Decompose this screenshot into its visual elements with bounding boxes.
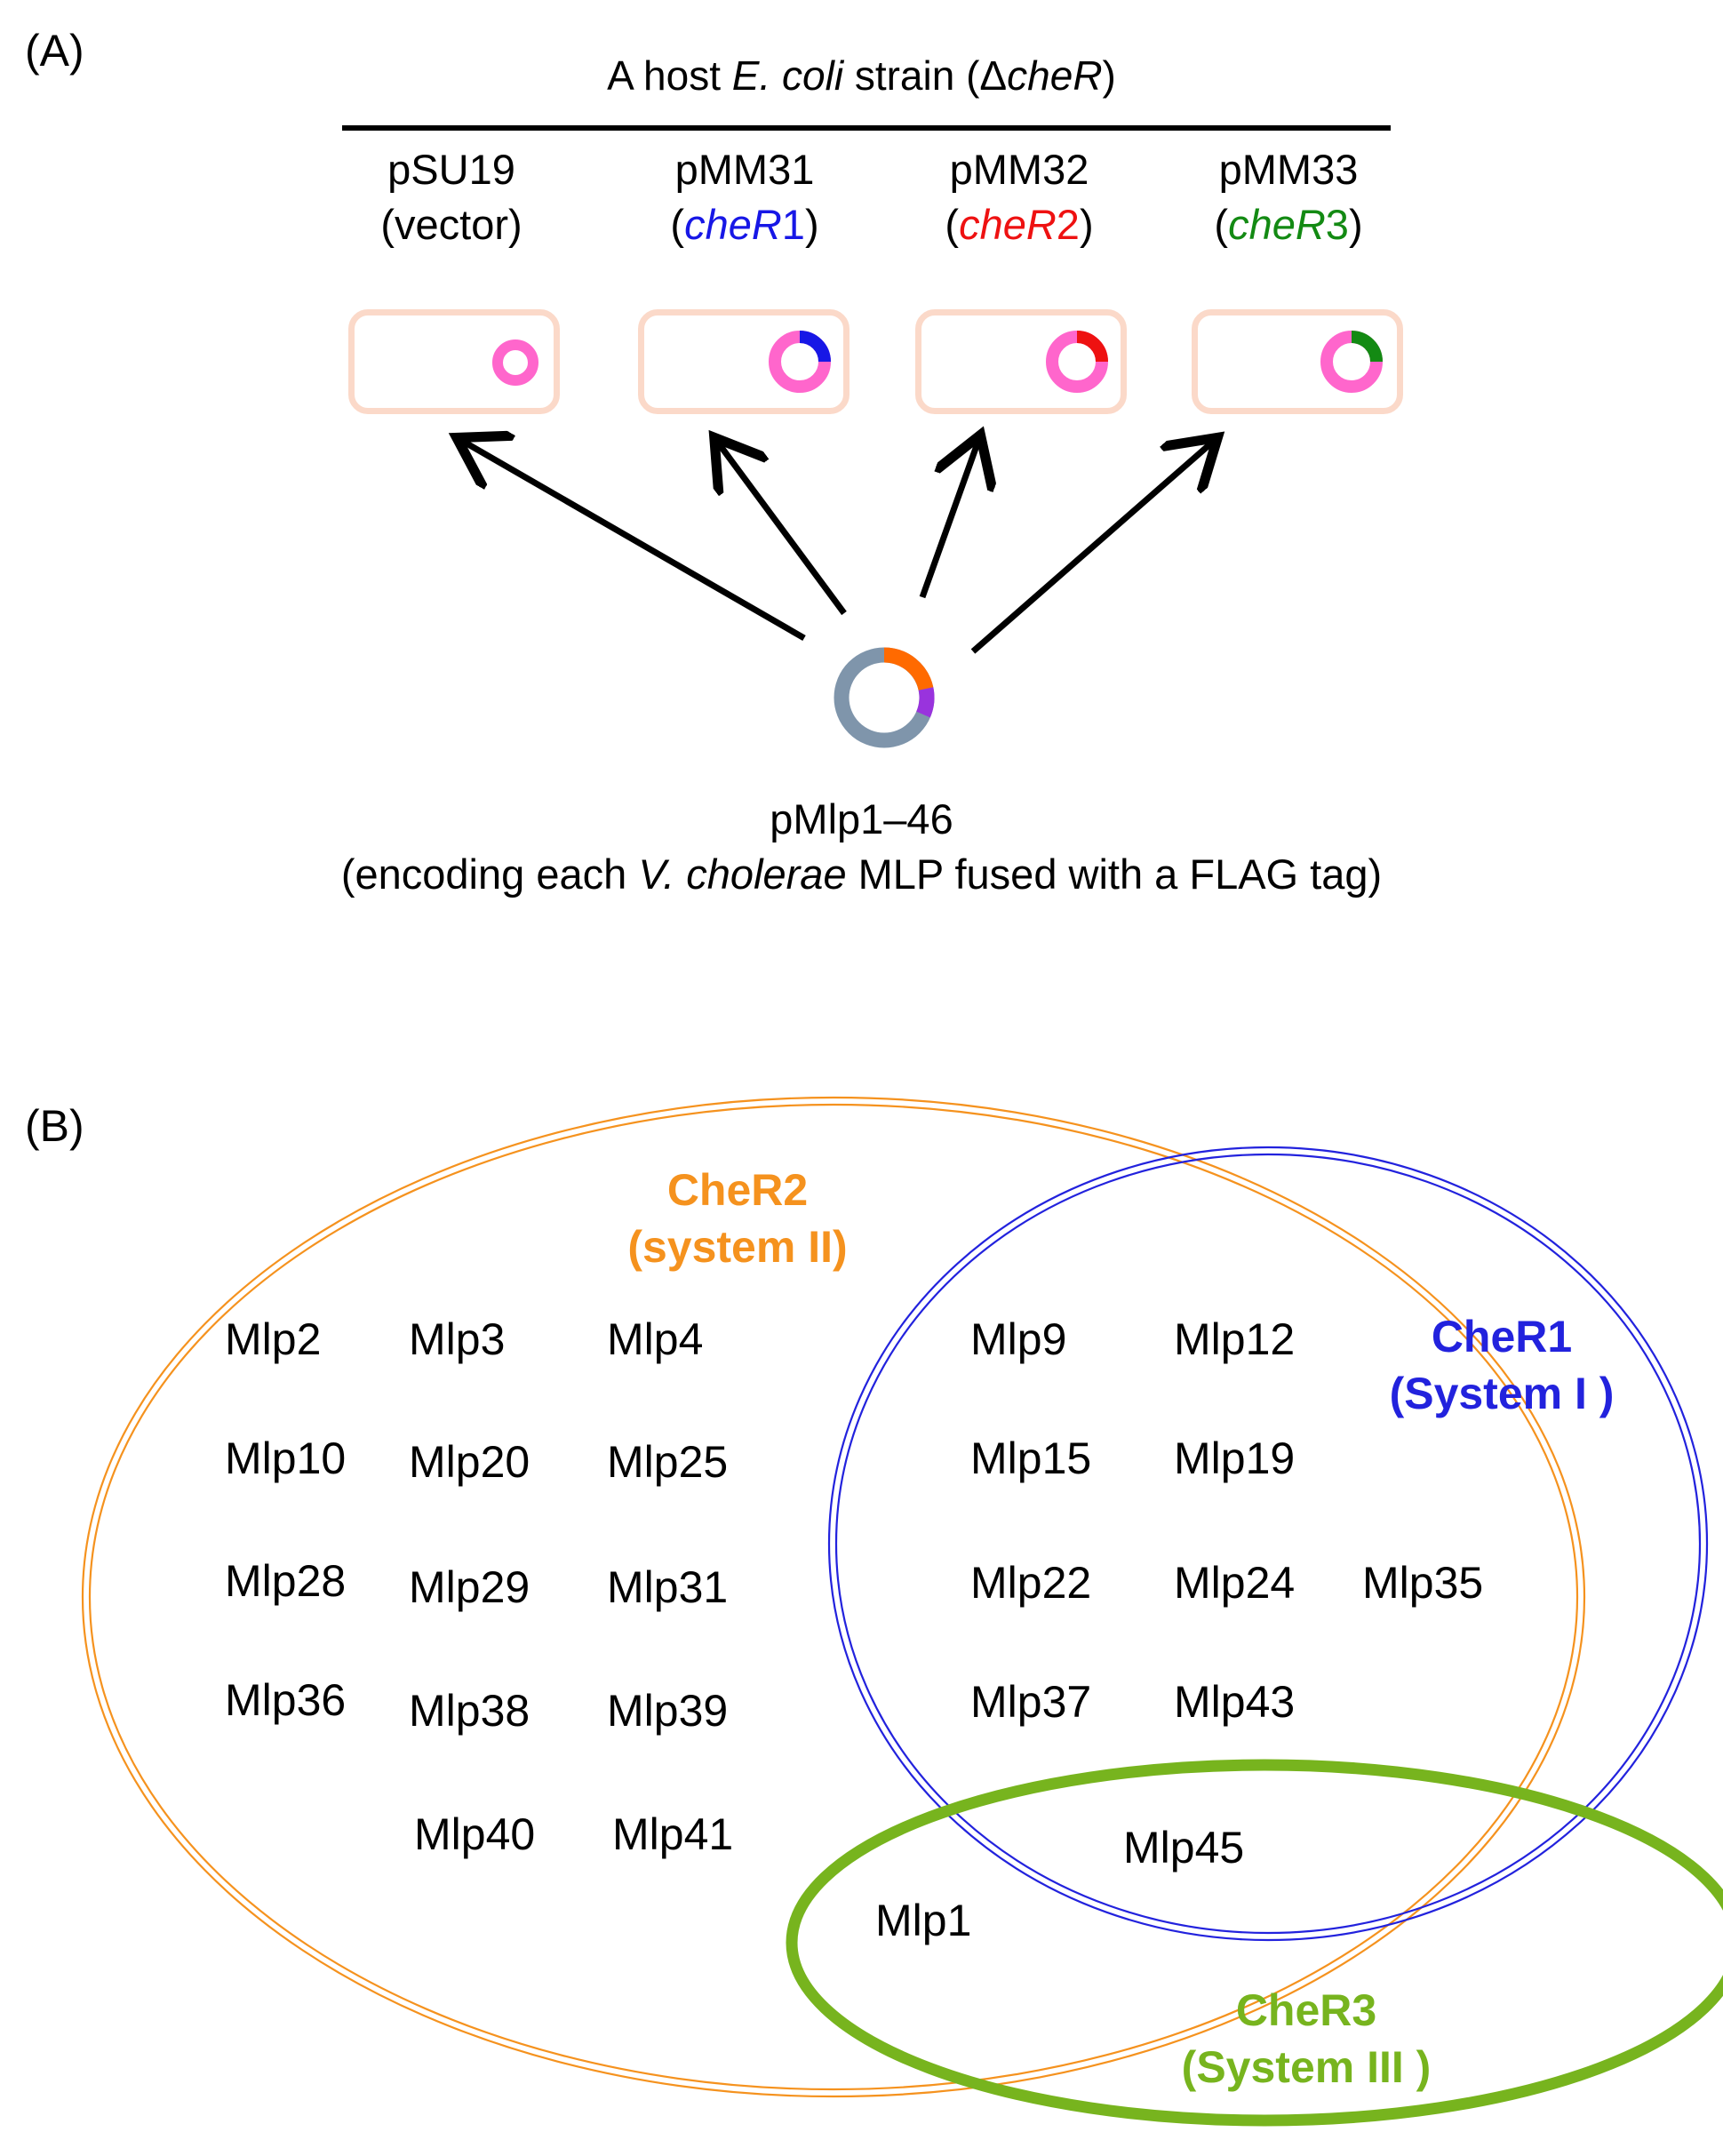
venn-ellipse-cher2 xyxy=(81,1096,1586,2098)
source-plasmid-description: (encoding each V. cholerae MLP fused wit… xyxy=(340,850,1383,898)
arrow-to-pmm31 xyxy=(718,443,847,616)
mlp-item: Mlp37 xyxy=(970,1677,1092,1727)
plasmid-label-psu19: pSU19 (vector) xyxy=(380,146,522,248)
host-cell-psu19 xyxy=(348,309,560,414)
host-cell-pmm31 xyxy=(638,309,850,414)
mlp-item: Mlp39 xyxy=(607,1686,729,1736)
mlp-item: Mlp9 xyxy=(970,1314,1067,1364)
mlp-item: Mlp38 xyxy=(409,1686,530,1736)
arrow-to-psu19 xyxy=(462,441,806,642)
arrow-to-pmm33 xyxy=(970,442,1213,654)
venn-ellipse-cher3 xyxy=(786,1759,1723,2127)
mlp-item: Mlp35 xyxy=(1362,1558,1484,1608)
set-label-cher3: CheR3 (System III ) xyxy=(1181,1985,1432,2092)
mlp-item: Mlp1 xyxy=(875,1896,972,1945)
mlp-item: Mlp2 xyxy=(225,1314,322,1364)
arrow-to-pmm32 xyxy=(919,441,978,599)
plasmid-label-pmm33: pMM33 (cheR3) xyxy=(1214,146,1363,248)
panel-a-graphics xyxy=(0,331,1383,748)
mlp-item: Mlp45 xyxy=(1123,1823,1245,1873)
source-plasmid-name: pMlp1–46 xyxy=(770,795,953,842)
mlp-item: Mlp22 xyxy=(970,1558,1092,1608)
host-cell-pmm33 xyxy=(1192,309,1403,414)
mlp-item: Mlp20 xyxy=(409,1437,530,1487)
mlp-item: Mlp12 xyxy=(1174,1314,1296,1364)
mlp-item: Mlp4 xyxy=(607,1314,704,1364)
vector-plasmid-icon xyxy=(492,339,538,386)
mlp-item: Mlp40 xyxy=(414,1809,536,1859)
mlp-item: Mlp19 xyxy=(1174,1433,1296,1483)
pmm33-plasmid-icon xyxy=(1320,331,1383,393)
host-strain-title: A host E. coli strain (ΔcheR) xyxy=(607,52,1116,99)
mlp-item: Mlp10 xyxy=(225,1433,347,1483)
panel-b-label: (B) xyxy=(25,1101,84,1151)
plasmid-label-pmm31: pMM31 (cheR1) xyxy=(670,146,819,248)
pmm32-plasmid-icon xyxy=(1046,331,1108,393)
mlp-item: Mlp15 xyxy=(970,1433,1092,1483)
panel-a-label: (A) xyxy=(25,26,84,76)
set-label-cher2: CheR2 (system II) xyxy=(627,1165,848,1272)
mlp-item: Mlp29 xyxy=(409,1562,530,1612)
mlp-item: Mlp24 xyxy=(1174,1558,1296,1608)
mlp-item: Mlp28 xyxy=(225,1556,347,1606)
source-plasmid-icon xyxy=(834,647,935,748)
mlp-item: Mlp25 xyxy=(607,1437,729,1487)
host-cell-pmm32 xyxy=(915,309,1127,414)
mlp-item: Mlp3 xyxy=(409,1314,506,1364)
venn-ellipse-cher1 xyxy=(827,1146,1709,1942)
pmm31-plasmid-icon xyxy=(769,331,831,393)
set-label-cher1: CheR1 (System I ) xyxy=(1389,1312,1615,1418)
plasmid-label-pmm32: pMM32 (cheR2) xyxy=(945,146,1094,248)
mlp-item: Mlp41 xyxy=(612,1809,734,1859)
mlp-item: Mlp31 xyxy=(607,1562,729,1612)
mlp-item: Mlp43 xyxy=(1174,1677,1296,1727)
mlp-item: Mlp36 xyxy=(225,1675,347,1725)
host-strain-divider xyxy=(342,125,1391,131)
